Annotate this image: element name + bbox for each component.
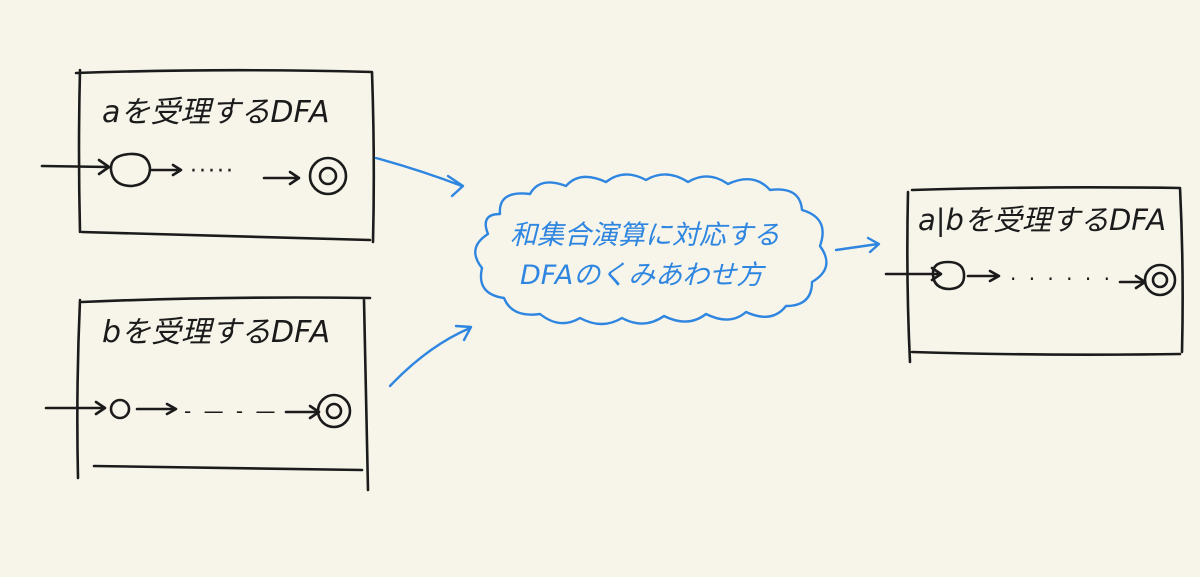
box-a-accept-arrow	[262, 170, 301, 186]
box-b-path-dashes: - — - —	[184, 399, 279, 423]
box-a-start-arrow	[40, 164, 110, 169]
dfa-box-a: aを受理するDFA ·····	[40, 68, 376, 244]
box-ab-transition-arrow	[966, 269, 1001, 283]
arrow-box-b-to-cloud	[388, 324, 473, 388]
box-ab-start-state	[931, 260, 966, 291]
box-b-frame	[76, 296, 372, 492]
box-b-start-state	[109, 398, 131, 420]
box-ab-frame	[906, 186, 1184, 364]
cloud-line-2: DFAのくみあわせ方	[520, 260, 766, 291]
cloud-outline	[474, 173, 828, 326]
cloud-line-1: 和集合演算に対応する	[510, 220, 780, 251]
box-a-frame	[74, 68, 376, 244]
box-b-label: bを受理するDFA	[102, 315, 330, 350]
box-b-transition-arrow	[135, 402, 178, 416]
arrow-box-a-to-cloud	[374, 156, 465, 198]
box-a-label: aを受理するDFA	[102, 95, 330, 130]
box-b-accept-state	[316, 393, 352, 429]
box-ab-label: a|bを受理するDFA	[918, 203, 1166, 237]
box-ab-accept-arrow	[1118, 274, 1147, 290]
box-a-path-dots: ·····	[190, 159, 235, 184]
box-ab-path-dots: · · · · · ·	[1010, 267, 1113, 291]
box-b-accept-arrow	[284, 404, 321, 420]
box-a-start-state	[109, 152, 152, 188]
box-ab-accept-state	[1143, 263, 1177, 297]
connector-arrows	[374, 156, 881, 388]
box-a-transition-arrow	[150, 163, 183, 177]
dfa-box-ab: a|bを受理するDFA · · · · · ·	[884, 186, 1184, 364]
arrow-cloud-to-box-ab	[834, 236, 881, 254]
union-cloud: 和集合演算に対応する DFAのくみあわせ方	[474, 173, 828, 326]
dfa-box-b: bを受理するDFA - — - —	[44, 296, 372, 492]
box-a-accept-state	[308, 156, 348, 196]
